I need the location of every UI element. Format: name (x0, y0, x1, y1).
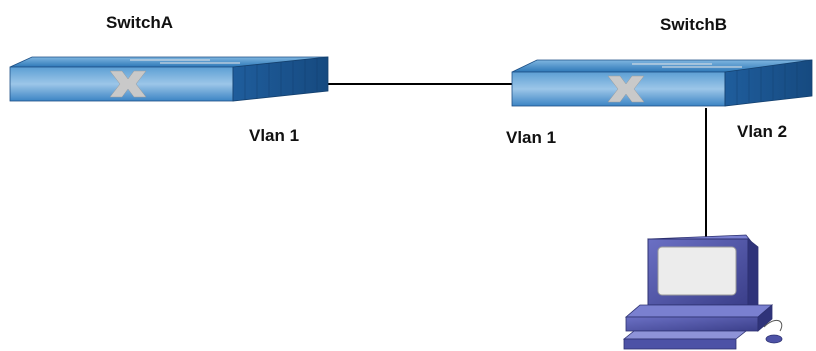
desktop-computer-icon[interactable] (622, 234, 783, 350)
switch-b-vlan1-label: Vlan 1 (506, 128, 557, 147)
switch-b-label: SwitchB (660, 15, 728, 34)
switch-b-icon[interactable] (511, 59, 813, 107)
switch-a-icon[interactable] (9, 56, 329, 102)
switch-b-vlan2-label: Vlan 2 (737, 122, 788, 141)
switch-a-vlan-label: Vlan 1 (249, 126, 300, 145)
switch-a-label: SwitchA (106, 13, 174, 32)
